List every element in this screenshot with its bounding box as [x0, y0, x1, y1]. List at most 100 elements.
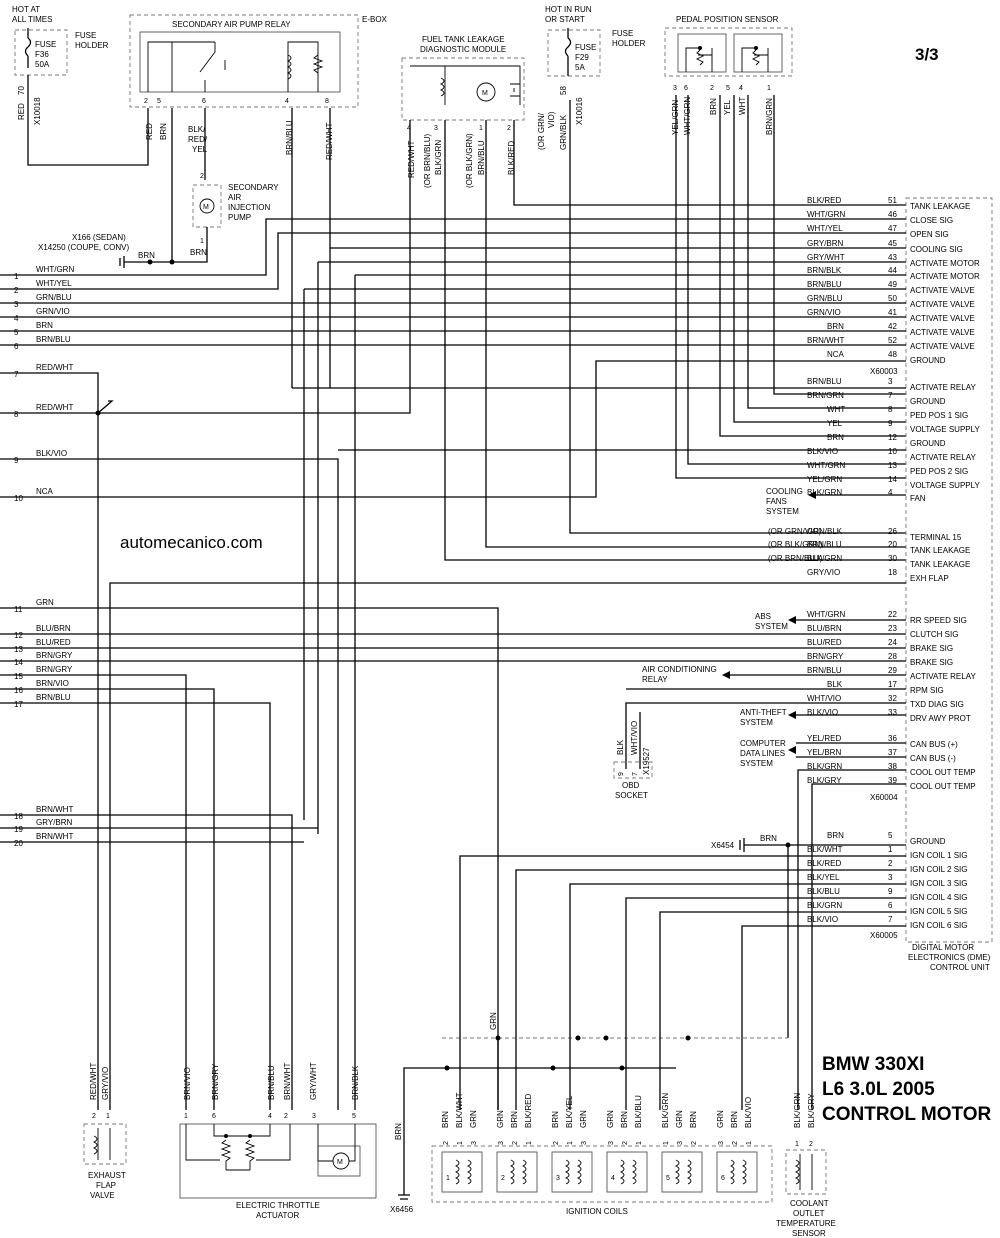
external-system-label: SYSTEM [755, 622, 788, 631]
coil-wire-color: BLK/YEL [565, 1095, 574, 1128]
left-row-number: 11 [14, 605, 23, 614]
arrow-left-icon [788, 746, 796, 754]
coil-wire-color: BLK/RED [524, 1094, 533, 1128]
svg-text:5: 5 [726, 85, 730, 92]
external-system-label: FANS [766, 497, 787, 506]
dme-wire-color: NCA [827, 350, 845, 359]
svg-text:X166 (SEDAN): X166 (SEDAN) [72, 233, 126, 242]
svg-text:BRN: BRN [394, 1123, 403, 1140]
external-system-label: SYSTEM [740, 759, 773, 768]
dme-pin-number: 12 [888, 433, 897, 442]
svg-text:YEL: YEL [192, 145, 208, 154]
throttle-pot-1-icon [220, 1139, 232, 1170]
exhaust-flap-valve: RED/WHT GRY/VIO 2 1 EXHAUST FLAP VALVE [83, 1063, 127, 1200]
dme-signal-name: BRAKE SIG [910, 658, 953, 667]
svg-text:X14250 (COUPE, CONV): X14250 (COUPE, CONV) [38, 243, 129, 252]
svg-text:2: 2 [144, 98, 148, 105]
leak-pump-motor-icon [476, 82, 496, 102]
dme-connector-id: X60003 [870, 367, 898, 376]
dme-pin-number: 7 [888, 915, 893, 924]
svg-text:8: 8 [325, 98, 329, 105]
dme-signal-name: GROUND [910, 397, 946, 406]
coil-winding-icon [631, 1159, 637, 1185]
valve-coil-icon [92, 1135, 98, 1155]
svg-text:BRN/WHT: BRN/WHT [283, 1063, 292, 1100]
dme-wire-color: GRY/WHT [807, 253, 845, 262]
svg-text:SENSOR: SENSOR [792, 1229, 826, 1238]
electric-throttle-actuator: BRN/VIO BRN/GRY BRN/BLU BRN/WHT GRY/WHT … [179, 1062, 377, 1220]
dme-signal-name: GROUND [910, 356, 946, 365]
svg-text:CONTROL UNIT: CONTROL UNIT [930, 963, 990, 972]
svg-text:ALL TIMES: ALL TIMES [12, 15, 52, 24]
dme-pin-number: 49 [888, 280, 897, 289]
svg-text:FLAP: FLAP [96, 1181, 116, 1190]
dme-label: DIGITAL MOTOR [912, 943, 974, 952]
pedal-pot-2-icon [741, 47, 769, 72]
coil-wire-color: BLK/VIO [744, 1097, 753, 1128]
dme-signal-name: DRV AWY PROT [910, 714, 971, 723]
dme-signal-name: TERMINAL 15 [910, 533, 962, 542]
coil-winding-icon [619, 1159, 625, 1185]
fuse-holder-box [14, 29, 68, 76]
dme-signal-name: CLOSE SIG [910, 216, 953, 225]
svg-text:FUSE: FUSE [75, 31, 96, 40]
svg-text:RED/WHT: RED/WHT [407, 141, 416, 178]
dme-signal-name: RR SPEED SIG [910, 616, 967, 625]
pedal-position-sensor: PEDAL POSITION SENSOR 3 6 2 5 4 1 YEL/GR… [664, 15, 906, 479]
dme-wire-color: BRN [827, 322, 844, 331]
obd-socket: BLK WHT/VIO 9 7 X19527 OBD SOCKET [613, 721, 653, 800]
coil-winding-icon [509, 1159, 515, 1185]
svg-text:RED: RED [17, 103, 26, 120]
dme-wire-color: BRN/WHT [807, 336, 844, 345]
title-line-1: BMW 330XI [822, 1054, 924, 1075]
dme-signal-name: IGN COIL 5 SIG [910, 907, 968, 916]
left-row-number: 10 [14, 494, 23, 503]
left-row-number: 4 [14, 314, 19, 323]
coil-pin-number: 1 [457, 1141, 464, 1145]
left-row-number: 6 [14, 342, 19, 351]
dme-pin-number: 8 [888, 405, 893, 414]
svg-text:2: 2 [710, 85, 714, 92]
coil-wire-color: BRN [689, 1111, 698, 1128]
left-row-wire-color: BRN/GRY [36, 651, 73, 660]
left-row-number: 19 [14, 825, 23, 834]
svg-text:4: 4 [739, 85, 743, 92]
svg-text:X6456: X6456 [390, 1205, 414, 1214]
secondary-air-pump: 2 M SECONDARY AIR INJECTION PUMP 1 BRN B… [38, 173, 279, 268]
dme-control-unit-outline [905, 197, 993, 943]
dme-pin-number: 10 [888, 447, 897, 456]
left-wire-routes [0, 218, 906, 1110]
dme-signal-name: ACTIVATE RELAY [910, 453, 976, 462]
svg-text:BRN/GRN: BRN/GRN [765, 98, 774, 135]
dme-signal-name: IGN COIL 3 SIG [910, 879, 968, 888]
dme-wire-color: BLK [827, 680, 843, 689]
dme-signal-name: ACTIVATE VALVE [910, 342, 975, 351]
coil-pin-number: 3 [718, 1141, 725, 1145]
dme-pin-number: 9 [888, 887, 893, 896]
svg-text:2: 2 [284, 1113, 288, 1120]
dme-signal-name: OPEN SIG [910, 230, 949, 239]
dme-signal-name: TXD DIAG SIG [910, 700, 964, 709]
dme-wire-color: BLK/GRY [807, 776, 842, 785]
dme-wire-color: BLK/VIO [807, 708, 838, 717]
dme-pin-number: 51 [888, 196, 897, 205]
left-row-wire-color: WHT/YEL [36, 279, 72, 288]
svg-text:7: 7 [632, 772, 639, 776]
coil-pin-number: 1 [526, 1141, 533, 1145]
svg-text:OBD: OBD [622, 781, 640, 790]
svg-text:FUSE: FUSE [612, 29, 633, 38]
coil-pin-number: 2 [691, 1141, 698, 1145]
fuse-f29-block: HOT IN RUN OR START FUSE F29 5A FUSE HOL… [537, 5, 906, 534]
svg-text:6: 6 [212, 1113, 216, 1120]
svg-text:E-BOX: E-BOX [362, 15, 388, 24]
temp-sensor-icon [794, 1159, 800, 1185]
svg-text:M: M [337, 1159, 343, 1166]
svg-text:X6454: X6454 [711, 841, 735, 850]
dme-wire-color: BRN/GRY [807, 652, 844, 661]
svg-text:BLK/GRN: BLK/GRN [434, 140, 443, 175]
left-wire-rows: 1WHT/GRN2WHT/YEL3GRN/BLU4GRN/VIO5BRN6BRN… [14, 265, 74, 848]
svg-text:FUSE: FUSE [575, 43, 596, 52]
